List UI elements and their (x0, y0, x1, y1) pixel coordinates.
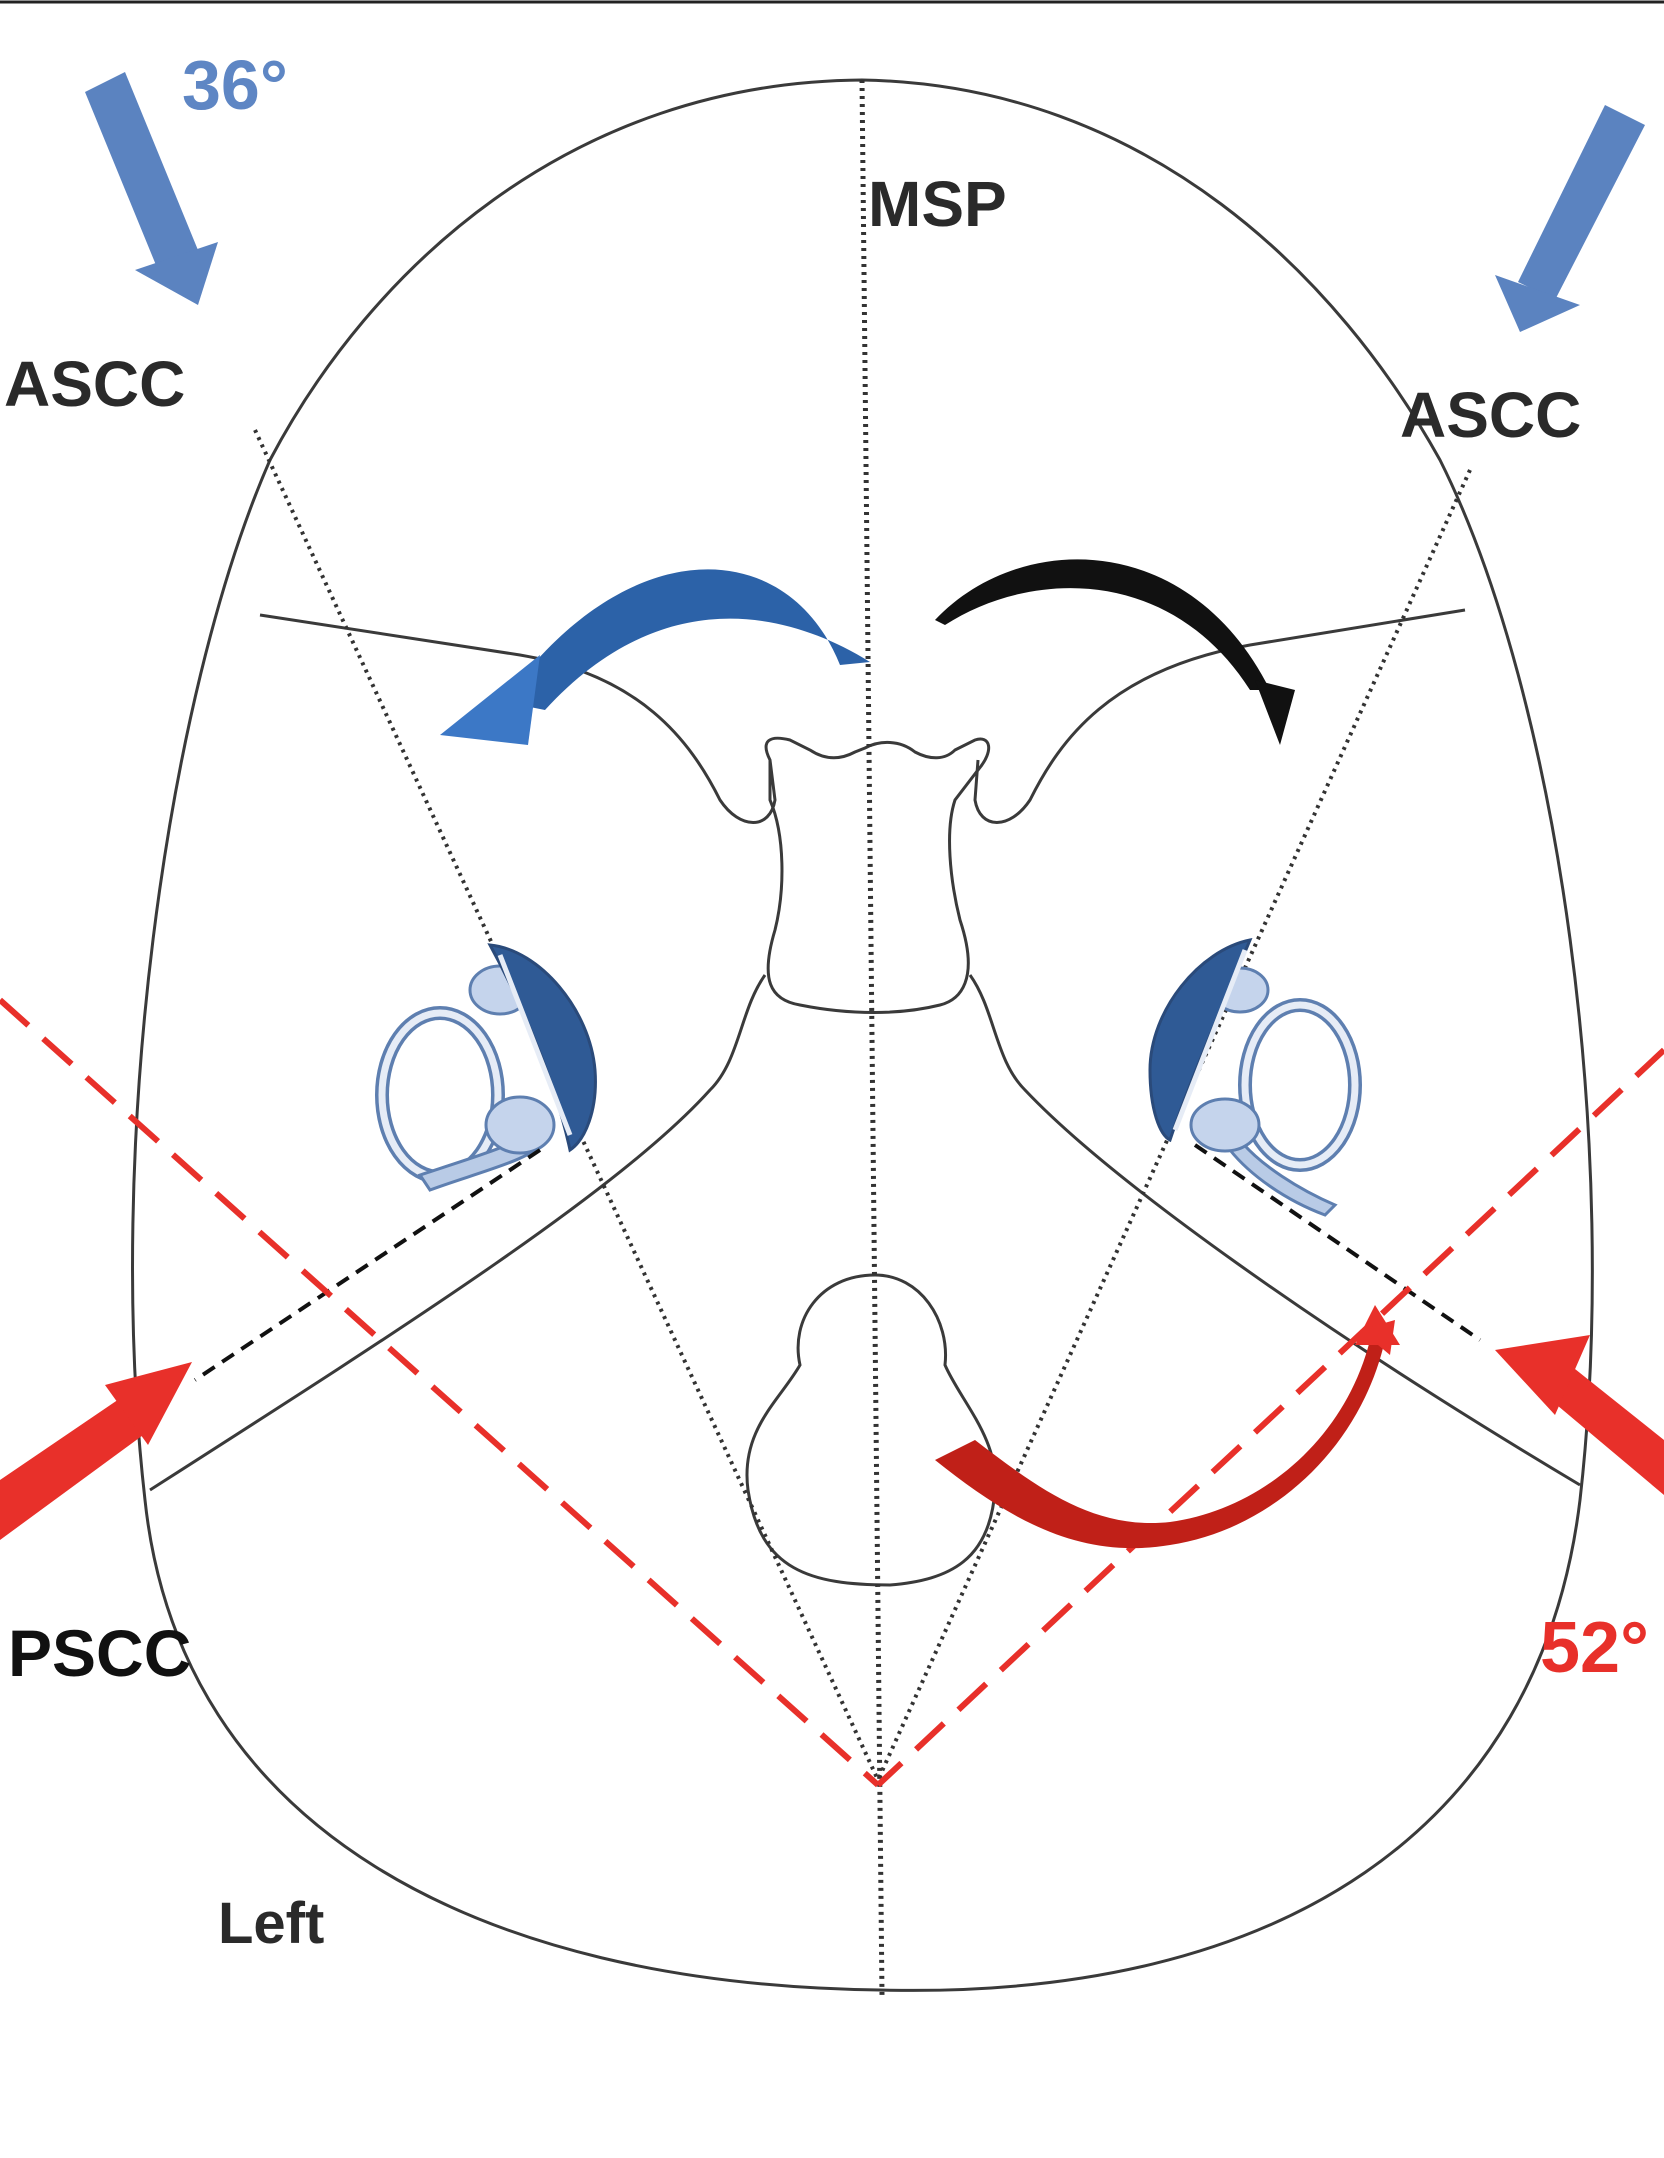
petrous-ridge-left (149, 974, 767, 1492)
petrous-ridge-right (968, 974, 1581, 1487)
pscc-plane-right-line (1193, 1143, 1482, 1342)
skull-outline (131, 78, 1594, 1992)
angle-label-top: 36° (182, 46, 288, 124)
blue-arrow-top-right (1495, 105, 1645, 332)
pscc-plane-left-line (193, 1148, 542, 1382)
sella-turcica (764, 736, 990, 1014)
anterior-fossa-right-boundary (973, 608, 1466, 824)
right-inner-ear (1148, 937, 1362, 1217)
msp-label: MSP (868, 168, 1007, 240)
ascc-label-right: ASCC (1400, 379, 1582, 451)
angle-label-bottom: 52° (1540, 1608, 1649, 1688)
red-dashed-line-left (0, 997, 880, 1788)
red-arrow-right (1495, 1335, 1664, 1495)
black-rotation-arrow (935, 559, 1295, 745)
red-rotation-arrow (935, 1305, 1400, 1549)
left-inner-ear (375, 943, 597, 1192)
blue-arrow-top-left (85, 72, 218, 305)
red-arrow-left (0, 1362, 192, 1540)
red-dashed-line-right (875, 1047, 1664, 1788)
midsagittal-plane-line (859, 79, 885, 1996)
pscc-label: PSCC (8, 1616, 192, 1690)
side-label: Left (218, 1891, 325, 1956)
ascc-label-left: ASCC (4, 348, 186, 420)
foramen-magnum (745, 1273, 997, 1587)
blue-rotation-arrow (440, 569, 870, 745)
anterior-fossa-left-boundary (259, 613, 777, 824)
